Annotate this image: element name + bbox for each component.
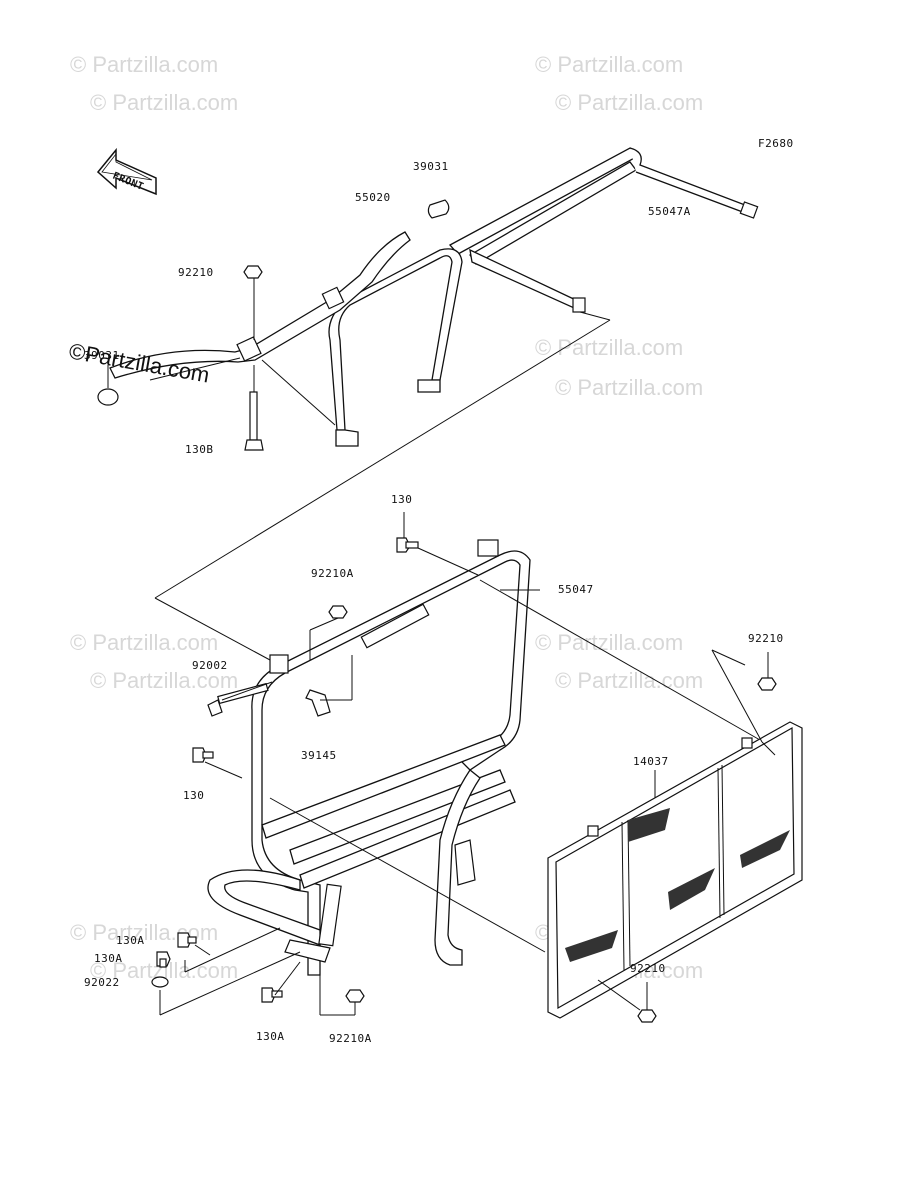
callout-39031-top: 39031 [413,160,449,173]
callout-92210-bottom: 92210 [630,962,666,975]
nut-92210A-bottom [345,989,365,1003]
callout-92210-right: 92210 [748,632,784,645]
callout-55047: 55047 [558,583,594,596]
callout-55047A: 55047A [648,205,691,218]
bolt-92002 [207,682,269,717]
callout-92210A-mid: 92210A [311,567,354,580]
figure-code: F2680 [758,137,794,150]
nut-92210-top [243,265,263,279]
callout-130A-1: 130A [116,934,145,947]
watermark-text: © Partzilla.com [70,52,218,77]
watermark-text: © Partzilla.com [555,668,703,693]
bolt-130-top [396,537,419,553]
screen-panel-14037 [547,721,803,1019]
clip-39145 [305,689,331,717]
grip-39031-left [97,388,119,406]
callout-39145: 39145 [301,749,337,762]
nut-92210-bottom [637,1009,657,1023]
watermark-text: © Partzilla.com [90,90,238,115]
watermark-text: © Partzilla.com [555,90,703,115]
bolt-130-left [192,747,214,763]
callout-14037: 14037 [633,755,669,768]
callout-92002: 92002 [192,659,228,672]
callout-130-top: 130 [391,493,412,506]
callout-55020: 55020 [355,191,391,204]
grip-39031-top [427,199,450,219]
callout-92022: 92022 [84,976,120,989]
upper-frame-assembly [97,147,759,451]
callout-labels: 39031 55020 55047A 92210 39031 130B 130 … [84,160,784,1045]
bolt-130A-1 [177,932,197,948]
bolt-130B [244,391,264,451]
watermark-text: © Partzilla.com [535,52,683,77]
callout-92210-top: 92210 [178,266,214,279]
bolt-130A-2 [156,951,171,968]
watermark-text: © Partzilla.com [535,335,683,360]
callout-130A-2: 130A [94,952,123,965]
front-arrow-icon: FRONT [96,147,157,196]
watermark-text: © Partzilla.com [90,668,238,693]
callout-39031-left: 39031 [84,349,120,362]
lower-frame-assembly [151,512,761,1016]
assembly-plane-outline [154,311,611,661]
washer-92022 [151,976,169,988]
callout-92210A-bottom: 92210A [329,1032,372,1045]
watermark-text: © Partzilla.com [70,630,218,655]
nut-92210-right [757,677,777,691]
bolt-130A-bottom [261,987,283,1003]
main-watermark: ©Partzilla.com [67,338,211,387]
callout-130B: 130B [185,443,214,456]
nut-92210A-mid [328,605,348,619]
watermark-text: © Partzilla.com [555,375,703,400]
callout-130-left: 130 [183,789,204,802]
callout-130A-bottom: 130A [256,1030,285,1043]
watermark-text: © Partzilla.com [535,630,683,655]
